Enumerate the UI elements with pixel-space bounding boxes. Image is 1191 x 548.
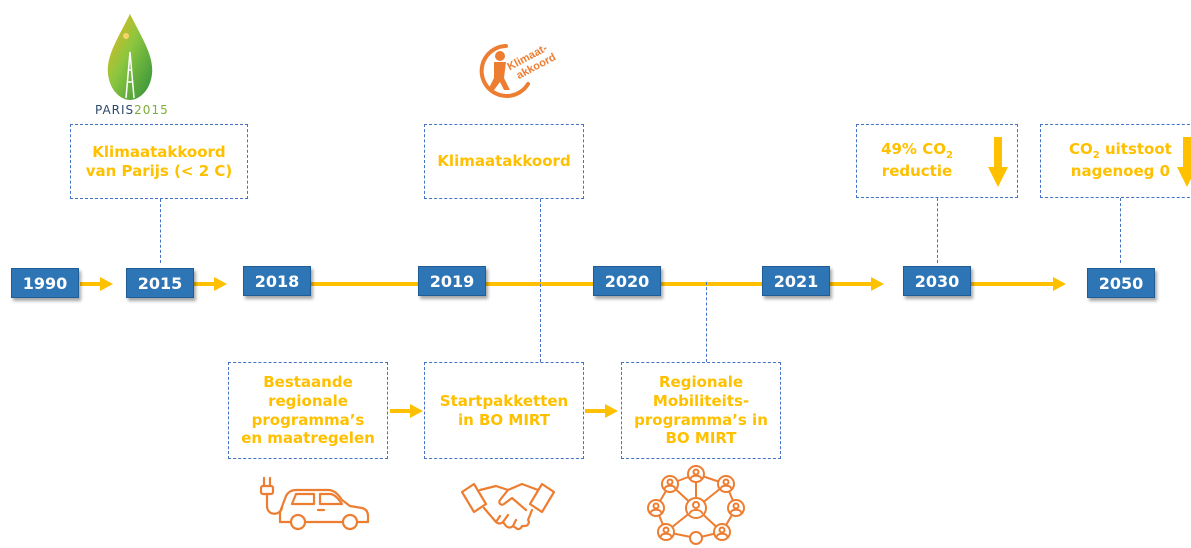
box-line: Klimaatakkoord: [92, 142, 226, 161]
timeline-arrowhead: [1053, 277, 1066, 291]
down-arrow-icon: [1177, 137, 1191, 187]
flow-arrow-line: [390, 409, 412, 413]
box-co2-uitstoot-nagenoeg-0: CO2 uitstoot nagenoeg 0: [1040, 124, 1191, 198]
timeline-arrowhead: [214, 277, 227, 291]
year-1990: 1990: [11, 268, 79, 298]
timeline-main-line: [310, 282, 873, 286]
year-2020: 2020: [593, 266, 661, 296]
year-2018: 2018: [243, 266, 311, 296]
box-klimaatakkoord: Klimaatakkoord: [424, 124, 584, 199]
connector-2030: [937, 198, 938, 263]
connector-2050: [1120, 198, 1121, 263]
electric-car-icon: [259, 476, 370, 531]
connector-regionale: [706, 282, 707, 362]
box-line: programma’s: [251, 410, 365, 429]
year-2021: 2021: [762, 266, 830, 296]
box-line: reductie: [881, 162, 953, 181]
connector-paris: [160, 199, 161, 263]
paris2015-leaf-logo: [107, 14, 153, 100]
connector-klimaat: [540, 199, 541, 362]
year-2050: 2050: [1087, 268, 1155, 298]
box-line: 49% CO2: [881, 140, 953, 162]
timeline-arrowhead: [100, 277, 113, 291]
box-line: programma’s in: [634, 410, 768, 429]
box-49-co2-reductie: 49% CO2 reductie: [856, 124, 1018, 198]
box-regionale-mobiliteitsprogrammas: Regionale Mobiliteits- programma’s in BO…: [621, 362, 781, 459]
network-people-icon: [647, 465, 745, 545]
handshake-icon: [460, 482, 556, 531]
year-2030: 2030: [903, 266, 971, 296]
year-2015: 2015: [126, 268, 194, 298]
flow-arrowhead: [410, 404, 423, 418]
timeline-segment: [194, 282, 218, 286]
box-line: Klimaatakkoord: [437, 152, 571, 171]
timeline-segment: [80, 282, 104, 286]
timeline-segment: [971, 282, 1056, 286]
box-line: Mobiliteits-: [652, 391, 750, 410]
box-line: Startpakketten: [439, 391, 569, 410]
box-klimaatakkoord-parijs: Klimaatakkoord van Parijs (< 2 C): [70, 124, 248, 199]
box-line: van Parijs (< 2 C): [85, 161, 233, 180]
box-line: en maatregelen: [241, 429, 375, 448]
box-bestaande-programmas: Bestaande regionale programma’s en maatr…: [228, 362, 388, 459]
box-startpakketten: Startpakketten in BO MIRT: [424, 362, 584, 459]
box-line: in BO MIRT: [457, 410, 551, 429]
box-line: BO MIRT: [665, 429, 737, 448]
box-line: Regionale: [658, 373, 744, 391]
year-2019: 2019: [418, 266, 486, 296]
box-line: CO2 uitstoot: [1069, 140, 1172, 162]
down-arrow-icon: [988, 137, 1008, 187]
box-line: regionale: [268, 391, 348, 410]
box-line: nagenoeg 0: [1070, 162, 1171, 181]
paris2015-caption: PARIS2015: [95, 103, 169, 117]
timeline-arrowhead: [871, 277, 884, 291]
flow-arrow-line: [585, 409, 607, 413]
klimaatakkoord-logo: Klimaat- akkoord: [479, 42, 558, 98]
box-line: Bestaande: [263, 373, 353, 391]
flow-arrowhead: [605, 404, 618, 418]
